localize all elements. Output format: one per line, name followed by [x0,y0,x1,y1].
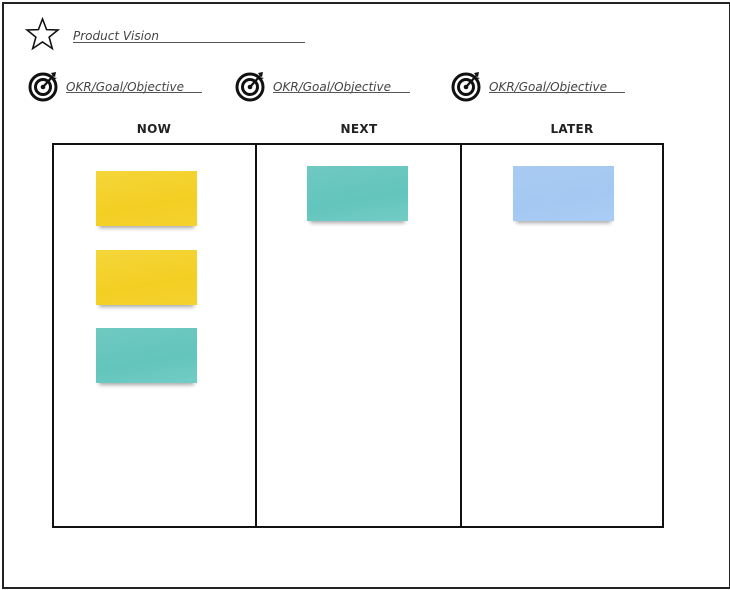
column-title-later: LATER [550,122,594,136]
okr-label: OKR/Goal/Objective [489,80,607,94]
sticky-note-blue[interactable] [513,166,614,221]
okr-label: OKR/Goal/Objective [273,80,391,94]
target-icon [28,72,58,102]
sticky-note-teal[interactable] [96,328,197,383]
column-title-now: NOW [136,122,172,136]
okr-underline [273,92,410,93]
target-icon [451,72,481,102]
okr-item-3[interactable]: OKR/Goal/Objective [451,70,631,102]
star-icon [25,17,60,51]
target-icon [235,72,265,102]
okr-item-1[interactable]: OKR/Goal/Objective [28,70,208,102]
okr-label: OKR/Goal/Objective [66,80,184,94]
column-title-next: NEXT [340,122,378,136]
sticky-note-teal[interactable] [307,166,408,221]
column-divider [255,143,257,528]
product-vision-underline [73,42,305,43]
okr-item-2[interactable]: OKR/Goal/Objective [235,70,415,102]
roadmap-board [52,143,664,528]
sticky-note-yellow[interactable] [96,250,197,305]
column-divider [460,143,462,528]
sticky-note-yellow[interactable] [96,171,197,226]
okr-underline [489,92,625,93]
product-vision-label[interactable]: Product Vision [73,29,159,43]
okr-underline [66,92,202,93]
